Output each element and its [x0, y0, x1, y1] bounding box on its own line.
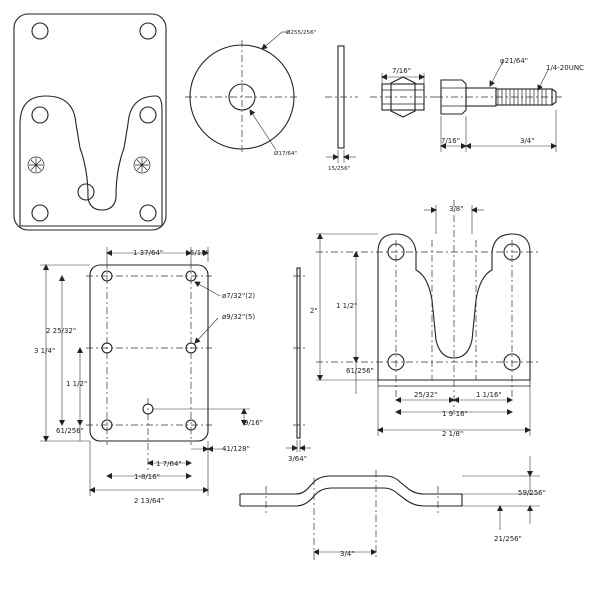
bent-offset-b: 21/256" [494, 535, 522, 543]
bolt-shank-label: φ21/64" [500, 57, 528, 65]
dim-h1: 2 25/32" [46, 327, 76, 335]
hole-circle [31, 22, 49, 40]
bent-side-view: 59/256" 21/256" 3/4" [239, 456, 546, 560]
thin-thickness-label: 3/64" [288, 455, 307, 463]
hole-circle [139, 106, 157, 124]
washer-view: Ø255/256" Ø17/64" [185, 29, 317, 157]
bolt-star-icon [133, 156, 151, 174]
dim-w-a: 25/32" [414, 391, 437, 399]
hole-circle [31, 204, 49, 222]
plate-thin-side-view: 3/64" [286, 267, 311, 463]
bent-offset-a: 59/256" [518, 489, 546, 497]
dim-slot: 3/8" [449, 205, 464, 213]
bolt-length-label: 3/4" [520, 137, 535, 145]
dim-w2: 5/16" [190, 249, 209, 257]
slot-plate-view: 3/8" 2" 1 1/2" 61/256" 25/32" 1 1/16" 1 … [310, 200, 540, 438]
dim-d2: 1 7/64" [156, 460, 182, 468]
hole-circle [77, 183, 95, 201]
dim-w-b: 1 1/16" [476, 391, 502, 399]
dim-d1: 41/128" [222, 445, 250, 453]
plate-top-view [13, 13, 167, 231]
dim-hole-a: ø7/32"(2) [222, 292, 255, 300]
dim-d3: 1-8/16" [134, 473, 160, 481]
dim-w-d: 2 1/8" [442, 430, 463, 438]
nut-view: 7/16" [370, 67, 436, 118]
dim-h-mid: 1 1/2" [336, 302, 357, 310]
dim-h4: 61/256" [56, 427, 84, 435]
dim-h2: 3 1/4" [34, 347, 55, 355]
dim-d4: 2 13/64" [134, 497, 164, 505]
dim-hole-b: ø9/32"(5) [222, 313, 255, 321]
hole-circle [139, 22, 157, 40]
plate-holes-view: 1 37/64" 5/16" ø7/32"(2) ø9/32"(5) 3 1/4… [34, 247, 263, 505]
hole-circle [139, 204, 157, 222]
nut-width-label: 7/16" [392, 67, 411, 75]
hole-circle [31, 106, 49, 124]
bolt-thread-label: 1/4-20UNC [546, 64, 584, 72]
dim-h3: 1 1/2" [66, 380, 87, 388]
dim-h5: 9/16" [244, 419, 263, 427]
washer-dia-label: Ø255/256" [286, 29, 317, 36]
bolt-star-icon [27, 156, 45, 174]
bolt-view: φ21/64" 1/4-20UNC 7/16" 3/4" [436, 57, 584, 152]
dim-w1: 1 37/64" [133, 249, 163, 257]
washer-hole-label: Ø17/64" [274, 150, 298, 157]
washer-thickness-label: 15/256" [328, 166, 351, 172]
bolt-head-label: 7/16" [441, 137, 460, 145]
dim-w-c: 1 9-16" [442, 410, 468, 418]
bent-length: 3/4" [340, 550, 355, 558]
dim-h-bottom: 61/256" [346, 367, 374, 375]
washer-side-view: 15/256" [325, 45, 358, 172]
dim-h-total: 2" [310, 307, 318, 315]
